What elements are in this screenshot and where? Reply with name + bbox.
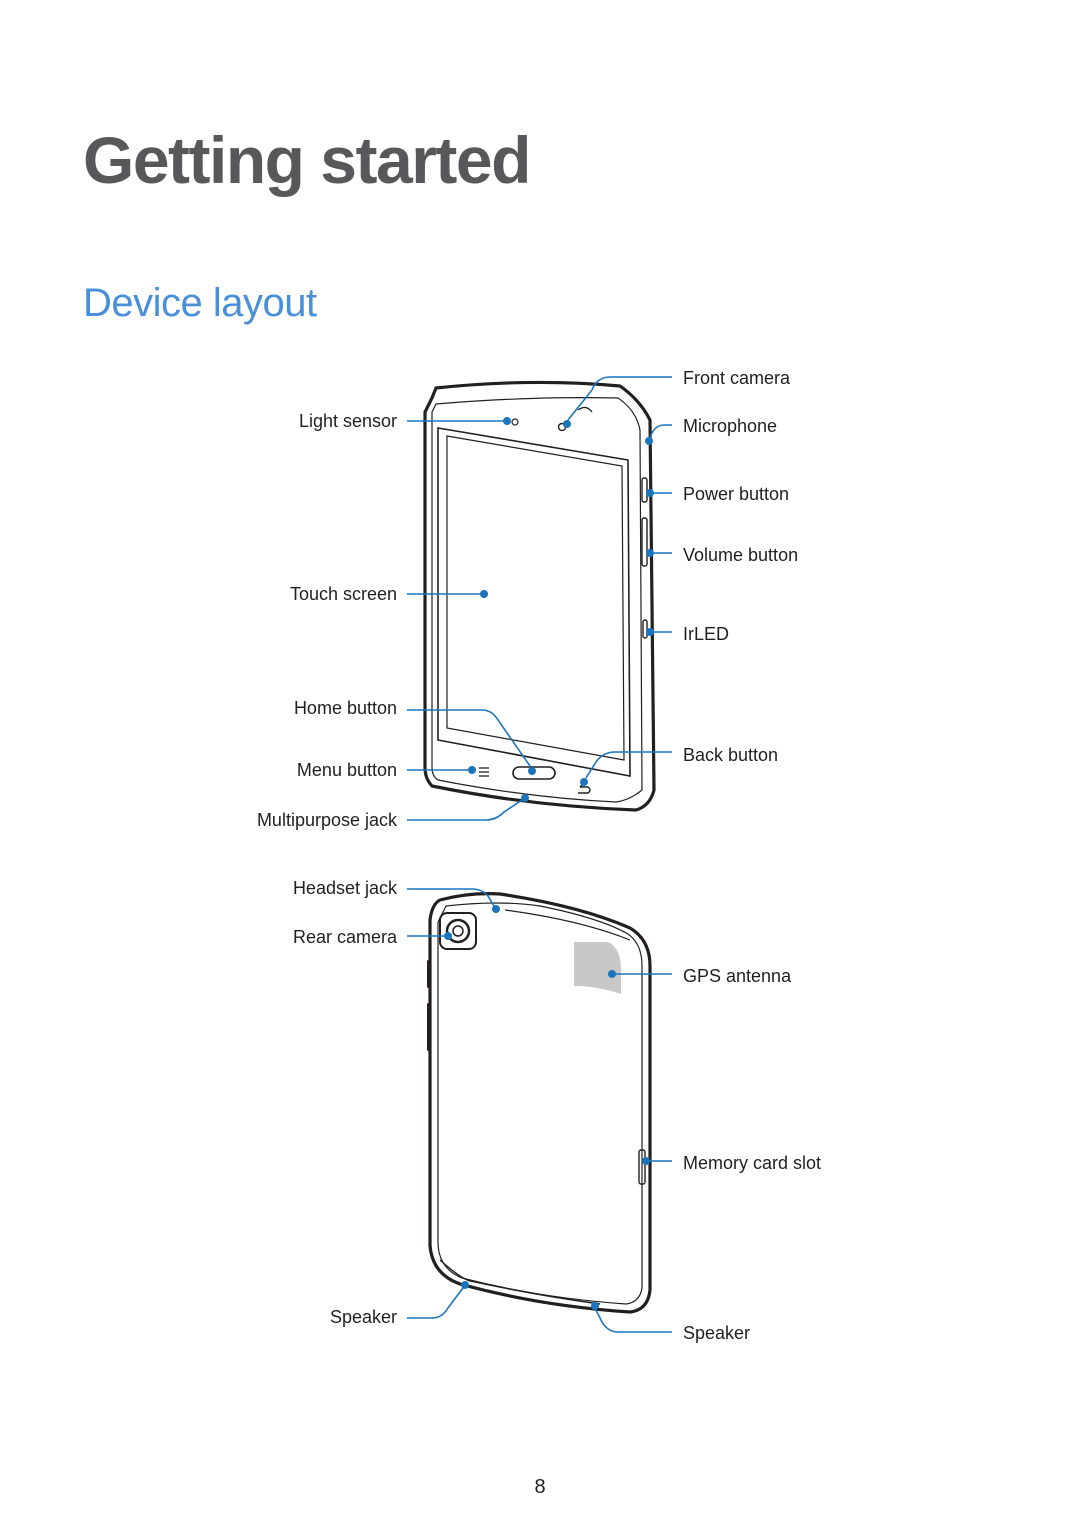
label-home-button: Home button — [294, 698, 397, 718]
callout-light-sensor — [407, 417, 511, 425]
rear-camera-icon — [452, 925, 464, 937]
label-power-button: Power button — [683, 484, 789, 504]
callout-rear-camera — [407, 932, 452, 940]
volume-button-shape — [641, 517, 648, 567]
label-speaker-left: Speaker — [330, 1307, 397, 1327]
callout-home-button — [407, 709, 536, 775]
label-touch-screen: Touch screen — [290, 584, 397, 604]
label-menu-button: Menu button — [297, 760, 397, 780]
label-front-camera: Front camera — [683, 368, 791, 388]
section-title: Device layout — [83, 281, 317, 325]
callout-irled — [646, 628, 672, 636]
callout-headset-jack — [407, 888, 500, 913]
menu-button-icon — [479, 767, 489, 777]
gps-antenna-area — [574, 942, 621, 994]
memory-card-slot-shape — [638, 1149, 646, 1185]
callout-front-camera — [563, 376, 672, 428]
label-microphone: Microphone — [683, 416, 777, 436]
label-gps-antenna: GPS antenna — [683, 966, 792, 986]
label-speaker-right: Speaker — [683, 1323, 750, 1343]
power-button-shape — [641, 477, 648, 503]
chapter-title: Getting started — [83, 123, 531, 197]
callout-speaker-right — [591, 1302, 672, 1333]
touch-screen-panel — [437, 427, 631, 777]
tablet-back-body — [428, 892, 652, 1314]
callout-power-button — [646, 489, 672, 497]
tablet-back-illustration — [427, 892, 652, 1314]
label-irled: IrLED — [683, 624, 729, 644]
label-multipurpose-jack: Multipurpose jack — [257, 810, 398, 830]
callout-menu-button — [407, 766, 476, 774]
page-number: 8 — [534, 1476, 546, 1498]
callout-memory-card-slot — [642, 1157, 672, 1165]
back-panel-bottom-edge — [439, 1259, 601, 1305]
light-sensor-icon — [511, 418, 519, 426]
tablet-front-illustration — [423, 380, 656, 812]
callout-speaker-left — [407, 1281, 469, 1319]
label-rear-camera: Rear camera — [293, 927, 398, 947]
headset-top-notch — [577, 406, 593, 413]
callout-multipurpose-jack — [407, 794, 529, 821]
home-button-shape — [512, 766, 556, 780]
label-back-button: Back button — [683, 745, 778, 765]
rear-camera-housing — [439, 912, 477, 950]
label-volume-button: Volume button — [683, 545, 798, 565]
callout-back-button — [580, 751, 672, 786]
irled-shape — [642, 619, 648, 639]
label-headset-jack: Headset jack — [293, 878, 398, 898]
back-panel-top-edge — [504, 909, 631, 941]
callout-gps-antenna — [608, 970, 672, 978]
label-memory-card-slot: Memory card slot — [683, 1153, 821, 1173]
callout-volume-button — [646, 549, 672, 557]
callout-touch-screen — [407, 590, 488, 598]
label-light-sensor: Light sensor — [299, 411, 397, 431]
callout-microphone — [645, 424, 672, 445]
tablet-front-body — [423, 380, 656, 812]
